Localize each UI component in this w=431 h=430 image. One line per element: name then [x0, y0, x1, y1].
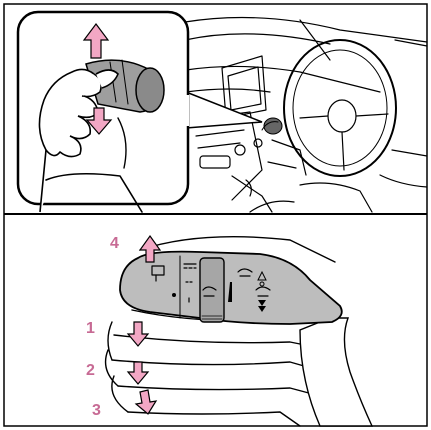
top-panel: [18, 12, 427, 212]
position-label-4: 4: [110, 235, 119, 252]
arrow-position-3-icon: [136, 390, 156, 414]
steering-column: [300, 318, 372, 426]
position-label-1: 1: [86, 320, 95, 337]
scene-wiper-lever-icon: [262, 118, 282, 134]
arrow-position-2-icon: [128, 362, 148, 384]
off-dot-icon: [172, 293, 176, 297]
arrow-position-1-icon: [128, 322, 148, 346]
position-label-3: 3: [92, 402, 101, 419]
bottom-panel: 4 1 2 3: [86, 235, 372, 426]
position-label-2: 2: [86, 362, 95, 379]
